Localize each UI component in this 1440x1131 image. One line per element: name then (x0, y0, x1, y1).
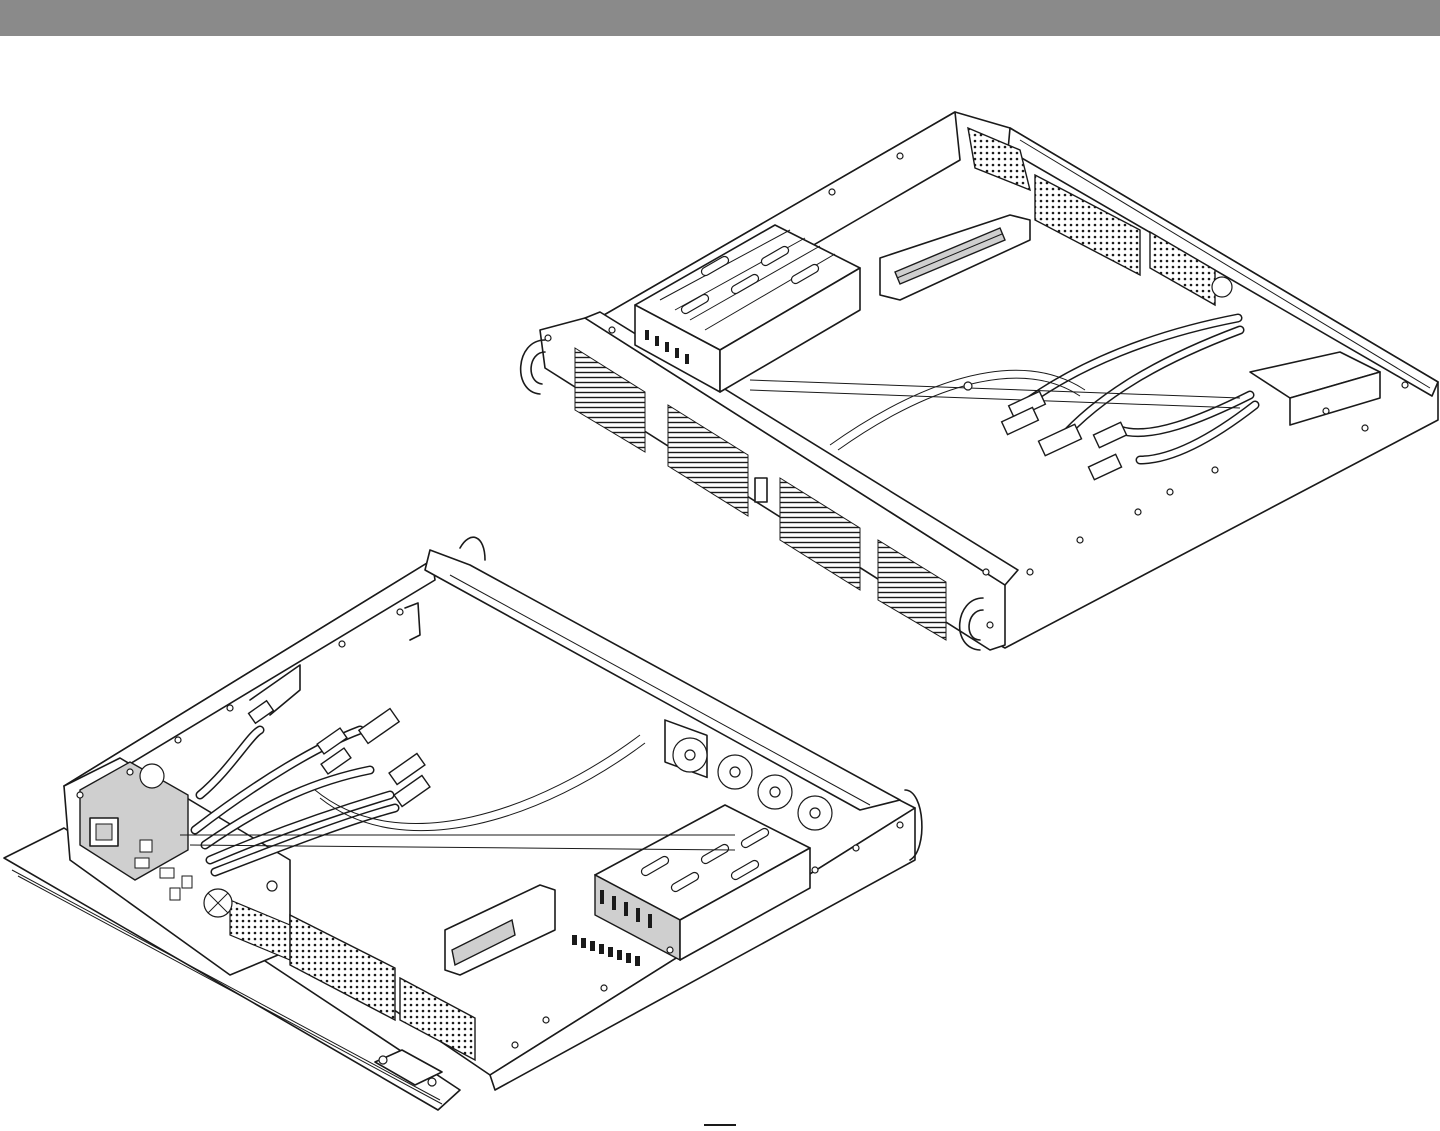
header-bar (0, 0, 1440, 36)
lower-rear-handle (460, 537, 485, 560)
chassis-lower-view (4, 537, 922, 1110)
upper-left-handle (521, 340, 545, 394)
chassis-upper-view (521, 112, 1438, 650)
upper-usb-port (755, 478, 767, 502)
page-mark (704, 1124, 736, 1126)
technical-illustration (0, 36, 1440, 1131)
lower-psu-hole (140, 764, 164, 788)
